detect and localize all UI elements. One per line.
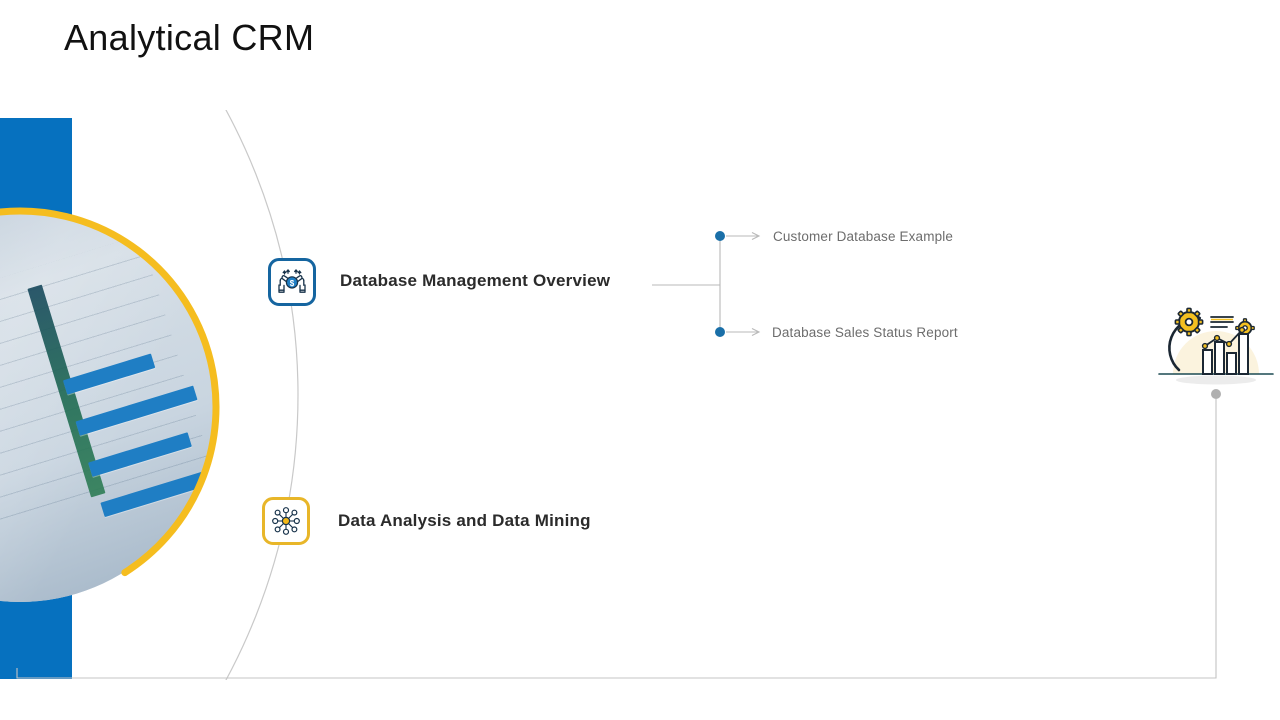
sub-item-dot-2 xyxy=(715,327,725,337)
icon-badge-data-analysis[interactable] xyxy=(262,497,310,545)
sub-item-dot-1 xyxy=(715,231,725,241)
sub-item-arrowhead-2 xyxy=(751,328,761,336)
business-analytics-documents-photo xyxy=(0,212,215,602)
blue-accent-square-top xyxy=(0,118,72,220)
bar-chart-with-gears-illustration xyxy=(1155,300,1277,390)
sub-item-database-sales-status-report[interactable]: Database Sales Status Report xyxy=(772,325,958,340)
row-label-database-management-overview[interactable]: Database Management Overview xyxy=(340,271,611,290)
row-label-data-analysis-and-data-mining[interactable]: Data Analysis and Data Mining xyxy=(338,511,591,530)
document-bar-chart xyxy=(57,328,215,556)
blue-accent-square-bottom xyxy=(0,589,72,679)
illustration-connector-dot xyxy=(1211,389,1221,399)
svg-text:$: $ xyxy=(290,279,295,288)
page-title: Analytical CRM xyxy=(64,17,315,58)
sub-item-arrowhead-1 xyxy=(751,232,761,240)
network-nodes-icon xyxy=(271,506,301,536)
photo-circle-wrapper xyxy=(0,207,220,607)
hands-holding-data-icon: $ xyxy=(277,268,307,296)
icon-badge-database-management[interactable]: $ xyxy=(268,258,316,306)
sub-item-customer-database-example[interactable]: Customer Database Example xyxy=(773,229,954,244)
photo-image xyxy=(0,212,215,602)
